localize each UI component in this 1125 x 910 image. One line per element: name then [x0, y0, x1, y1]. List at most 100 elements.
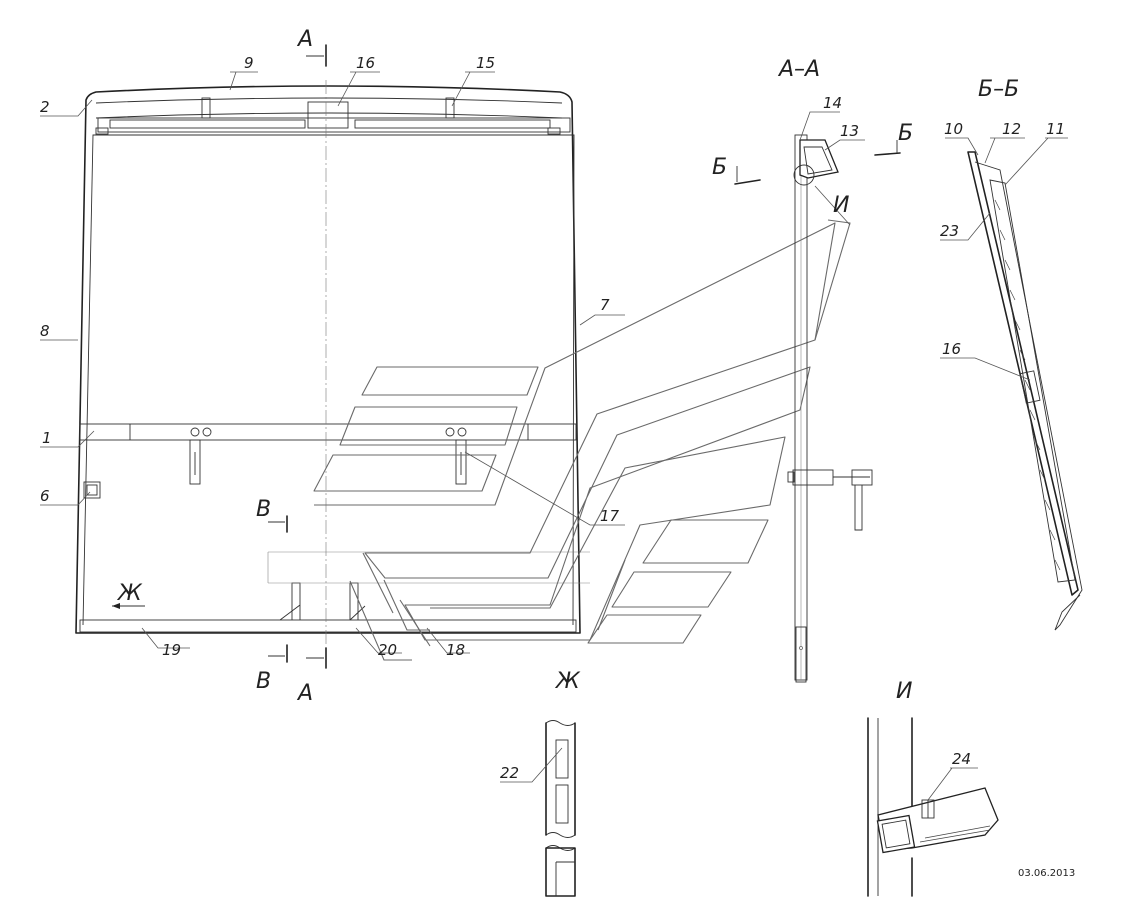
detail-i-post: [867, 717, 913, 897]
view-zh: [545, 720, 576, 897]
zh-arrowhead: [112, 603, 120, 609]
callout-23: 23: [940, 222, 959, 240]
zh-break-mid: [545, 832, 576, 838]
panel-outline: [314, 222, 836, 641]
callout-19: 19: [162, 641, 181, 659]
top-rail: [95, 97, 563, 119]
callout-2: 2: [40, 98, 50, 116]
latch-6-inner: [86, 484, 98, 496]
b-b-profile: [967, 151, 1079, 596]
panel: [313, 454, 497, 492]
leader-12: [984, 137, 1025, 164]
cut-label-v-bottom: В: [256, 669, 271, 694]
callout-16-bb: 16: [942, 340, 961, 358]
view-title-zh: Ж: [554, 669, 581, 694]
cut-label-v-top: В: [256, 497, 271, 522]
top-beam: [97, 117, 571, 133]
panel: [361, 366, 539, 396]
panel-outline: [430, 436, 786, 641]
leader-10: [945, 137, 979, 156]
part-16-top-block: [307, 101, 349, 129]
a-a-bottom-block: [795, 626, 807, 683]
zh-slot-bottom: [555, 784, 569, 824]
callout-12: 12: [1002, 120, 1021, 138]
leader-11: [1004, 137, 1068, 186]
leader-1: [40, 430, 95, 448]
b-b-hatch: [994, 199, 1061, 571]
detail-i-hatch: [919, 825, 991, 843]
part-16-bb-block: [1019, 370, 1041, 404]
zh-break-top: [545, 720, 576, 726]
bolt: [457, 427, 467, 437]
panel-outline: [362, 552, 626, 631]
hinge-section: [792, 469, 834, 486]
leader-17: [464, 451, 625, 526]
section-title-a-a: А–А: [777, 57, 820, 82]
detail-i-tube-inner: [881, 819, 911, 849]
detail-i-circle: [793, 164, 815, 186]
section-b-b: [967, 151, 1083, 631]
cut-b-left: [734, 179, 761, 185]
leader-23: [940, 212, 991, 241]
hinge-nut: [787, 471, 795, 483]
zh-slot-top: [555, 739, 569, 779]
zh-lower-inner: [555, 861, 575, 896]
leader-22: [500, 747, 563, 783]
labels: А А В В Ж А–А Б–Б Б Б И Ж И 2 9 16 15 8 …: [40, 27, 1075, 879]
leaders: [40, 71, 1068, 801]
frame-outer: [75, 85, 581, 634]
leader-24: [927, 767, 978, 801]
leader-i: [814, 185, 851, 226]
corner-bracket-left: [95, 127, 109, 135]
panel: [587, 614, 702, 644]
cut-b-right: [874, 152, 901, 156]
detail-mark-i: И: [833, 193, 849, 218]
callout-22: 22: [500, 764, 519, 782]
front-view: [75, 44, 590, 669]
b-b-foot: [1054, 594, 1081, 631]
bolt: [202, 427, 212, 437]
hinge-section-tab: [851, 469, 873, 486]
panel-outline: [349, 580, 431, 661]
leader-13: [824, 139, 865, 151]
callout-20: 20: [378, 641, 397, 659]
top-beam-left-strip: [109, 119, 306, 129]
view-mark-zh: Ж: [116, 581, 143, 606]
callout-15: 15: [476, 54, 495, 72]
panel-outline: [814, 219, 851, 341]
leader-16-bb: [940, 357, 1031, 381]
callout-13: 13: [840, 122, 859, 140]
mid-crossbar: [79, 423, 577, 441]
panel: [611, 571, 732, 608]
gusset: [279, 604, 366, 621]
leader-2: [40, 99, 93, 117]
leader-6: [40, 491, 91, 506]
cut-label-a-top: А: [296, 27, 313, 52]
drawing-date: 03.06.2013: [1018, 868, 1075, 879]
section-a-a: [734, 134, 901, 683]
callout-11: 11: [1046, 120, 1065, 138]
cut-label-b-left: Б: [712, 155, 727, 180]
b-b-inner-profile: [974, 161, 1083, 631]
leader-7: [579, 314, 625, 326]
callout-6: 6: [40, 487, 50, 505]
callout-7: 7: [600, 296, 610, 314]
cut-label-a-bottom: А: [296, 681, 313, 706]
callout-17: 17: [600, 507, 620, 525]
cut-label-b-right: Б: [898, 121, 913, 146]
callout-24: 24: [952, 750, 971, 768]
bolt: [445, 427, 455, 437]
leader-16: [337, 71, 380, 107]
detail-title-i: И: [896, 679, 912, 704]
detail-i: [867, 717, 999, 897]
callout-8: 8: [40, 322, 50, 340]
detail-i-tube: [876, 814, 916, 854]
zh-view-band: [267, 551, 590, 584]
top-post-right: [445, 97, 455, 119]
leader-14: [799, 111, 840, 141]
part-13-profile: [799, 139, 839, 179]
leader-20: [355, 627, 402, 654]
callout-18: 18: [446, 641, 465, 659]
panel: [642, 519, 769, 564]
